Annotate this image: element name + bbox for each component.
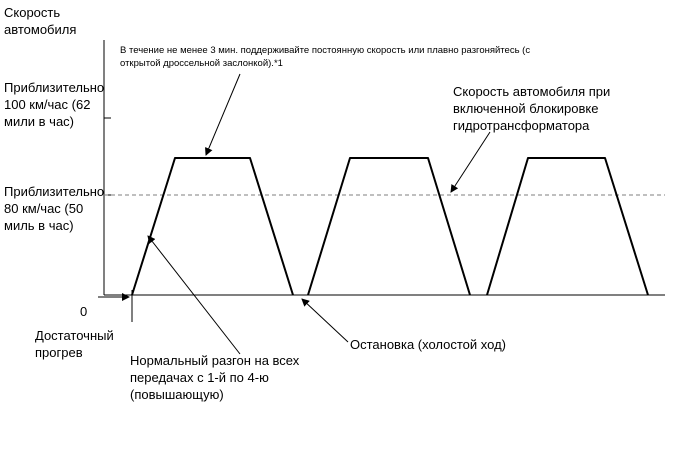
speed-cycle-3 (486, 157, 649, 296)
accel-arrow (147, 235, 241, 355)
lockup-label: Скорость автомобиля при включенной блоки… (453, 84, 611, 133)
zero-label: 0 (80, 304, 88, 319)
note-arrow (205, 73, 241, 156)
accel-label: Нормальный разгон на всех передачах с 1-… (130, 353, 300, 402)
stop-label: Остановка (холостой ход) (350, 337, 506, 352)
stop-arrow (301, 298, 349, 343)
speed-cycle-1 (131, 157, 294, 296)
note-top: В течение не менее 3 мин. поддерживайте … (120, 45, 531, 69)
lockup-arrow (450, 131, 491, 193)
speed-cycle-2 (307, 157, 471, 296)
warmup-label: Достаточный прогрев (35, 328, 114, 360)
level-80-label: Приблизительно 80 км/час (50 миль в час) (4, 184, 105, 233)
level-100-label: Приблизительно 100 км/час (62 мили в час… (4, 80, 105, 129)
y-axis-title: Скорость автомобиля (4, 5, 77, 37)
